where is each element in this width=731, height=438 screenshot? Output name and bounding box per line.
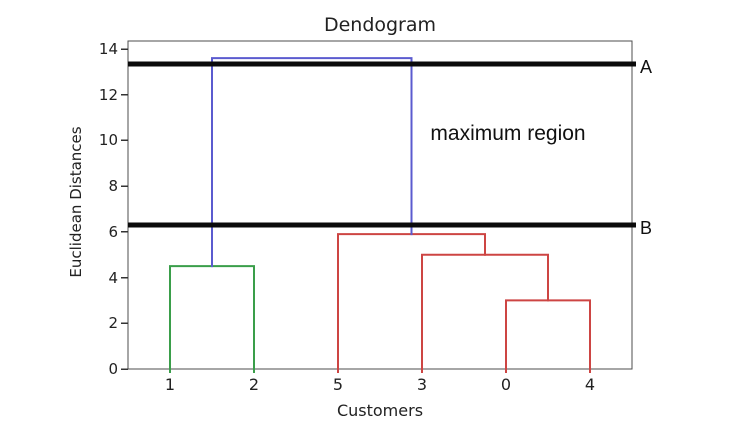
threshold-label-B: B (640, 218, 653, 238)
y-tick-label: 10 (98, 131, 118, 150)
x-tick-label: 4 (584, 375, 596, 394)
annotation-maximum-region: maximum region (430, 122, 586, 145)
y-tick-label: 0 (108, 360, 118, 378)
x-axis-label: Customers (336, 401, 424, 420)
x-tick-label: 0 (500, 375, 512, 394)
x-tick-label: 1 (164, 375, 176, 394)
link-leaves-1-2 (169, 265, 255, 373)
y-tick-label: 12 (98, 85, 118, 104)
y-tick-label: 4 (108, 268, 118, 287)
threshold-label-A: A (640, 56, 653, 77)
plot-border (127, 40, 633, 370)
link-leaf3-cluster04 (421, 253, 549, 373)
y-tick-label: 8 (108, 177, 118, 196)
link-leaves-0-4 (505, 299, 591, 373)
x-tick-label: 3 (416, 375, 428, 394)
y-tick-label: 2 (108, 314, 118, 333)
y-tick-label: 6 (108, 222, 118, 241)
y-tick-label: 14 (98, 40, 118, 58)
link-root (211, 57, 413, 268)
chart-title: Dendogram (323, 14, 437, 36)
x-tick-label: 2 (248, 375, 260, 394)
x-tick-label: 5 (332, 375, 344, 394)
